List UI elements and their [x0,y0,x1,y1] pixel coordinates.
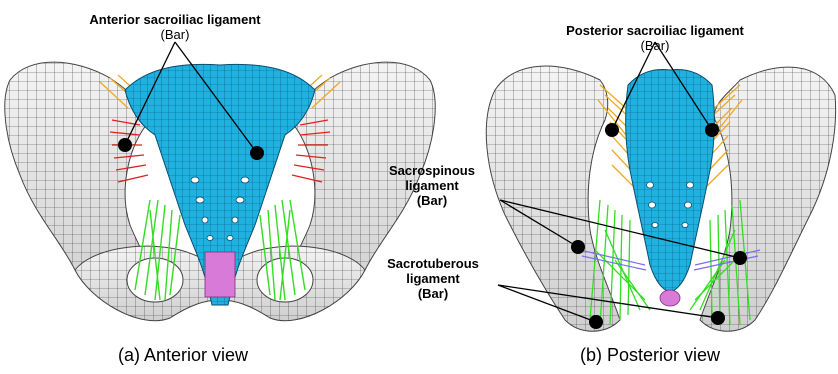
leader-dot [571,240,585,254]
panel-a-caption: (a) Anterior view [118,345,248,366]
sacrospinous-label-line2: ligament [372,178,492,193]
leader-dot [589,315,603,329]
sacrotuberous-label-line3: (Bar) [370,286,496,301]
leader-dot [118,138,132,152]
posterior-sacroiliac-label-line2: (Bar) [555,38,755,53]
sacrotuberous-label: Sacrotuberous ligament (Bar) [370,256,496,301]
posterior-sacroiliac-label: Posterior sacroiliac ligament (Bar) [555,23,755,53]
sacrospinous-label-line1: Sacrospinous [372,163,492,178]
sacrospinous-label-line3: (Bar) [372,193,492,208]
leader-dot [705,123,719,137]
anterior-sacroiliac-label-line1: Anterior sacroiliac ligament [85,12,265,27]
sacrotuberous-label-line2: ligament [370,271,496,286]
pubic-symphysis [205,252,235,297]
posterior-pelvis [486,42,835,331]
leader-dot [250,146,264,160]
posterior-sacroiliac-label-line1: Posterior sacroiliac ligament [555,23,755,38]
leader-dot [605,123,619,137]
leader-dot [711,311,725,325]
panel-b-caption: (b) Posterior view [580,345,720,366]
sacrotuberous-label-line1: Sacrotuberous [370,256,496,271]
leader-dot [733,251,747,265]
sacrospinous-label: Sacrospinous ligament (Bar) [372,163,492,208]
anterior-sacroiliac-label: Anterior sacroiliac ligament (Bar) [85,12,265,42]
anterior-sacroiliac-label-line2: (Bar) [85,27,265,42]
